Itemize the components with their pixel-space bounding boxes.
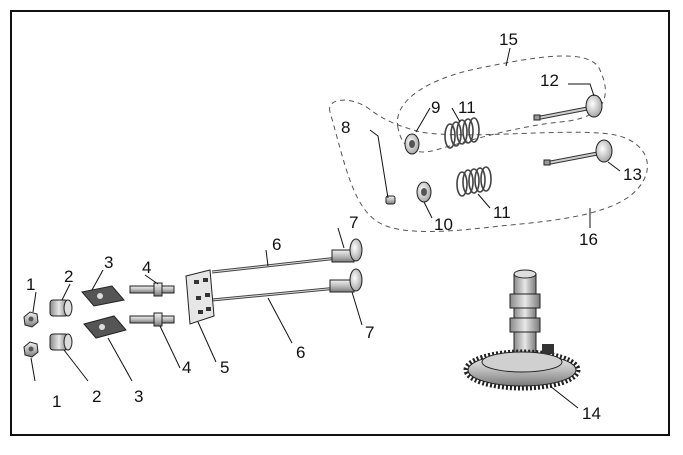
label-14: 14	[582, 404, 601, 423]
label-2-lower: 2	[92, 387, 101, 406]
nut-1-upper	[23, 311, 39, 328]
nut-1-lower	[23, 341, 39, 358]
label-4-lower: 4	[182, 358, 191, 377]
valve-12	[533, 94, 603, 121]
label-8: 8	[341, 118, 350, 137]
stud-4-upper	[129, 282, 175, 297]
label-1-lower: 1	[52, 392, 61, 411]
label-11-lower: 11	[493, 203, 511, 222]
label-6-upper: 6	[272, 235, 281, 254]
push-rod-6-upper	[211, 256, 339, 274]
label-2-upper: 2	[64, 267, 73, 286]
label-7-upper: 7	[349, 213, 358, 232]
label-7-lower: 7	[365, 323, 374, 342]
tappet-7-upper	[331, 238, 363, 263]
leader-lines	[30, 47, 621, 409]
label-9: 9	[431, 98, 440, 117]
rocker-arm-3-upper	[81, 285, 125, 307]
label-5: 5	[220, 358, 229, 377]
guide-plate-5	[185, 269, 215, 325]
label-16: 16	[579, 230, 598, 249]
label-3-lower: 3	[134, 387, 143, 406]
group-outline-15	[396, 55, 606, 153]
stud-4-lower	[129, 312, 175, 327]
label-12: 12	[540, 71, 559, 90]
tappet-7-lower	[329, 268, 363, 293]
label-1-upper: 1	[26, 275, 35, 294]
retainer-9	[404, 133, 420, 155]
label-11-upper: 11	[458, 98, 476, 117]
pivot-2-upper	[49, 299, 73, 317]
label-13: 13	[623, 165, 642, 184]
pivot-2-lower	[49, 333, 73, 351]
label-15: 15	[499, 30, 518, 49]
spring-11-upper	[444, 117, 480, 149]
retainer-10	[416, 181, 432, 203]
camshaft-gear-14	[463, 269, 581, 391]
cap-8	[385, 195, 396, 205]
valve-13	[543, 139, 613, 166]
spring-11-lower	[456, 166, 492, 197]
group-outline-16	[329, 99, 648, 232]
rocker-arm-3-lower	[83, 315, 127, 339]
label-6-lower: 6	[296, 343, 305, 362]
push-rod-6-lower	[211, 286, 339, 302]
label-4-upper: 4	[142, 258, 151, 277]
label-3-upper: 3	[104, 253, 113, 272]
label-10: 10	[434, 215, 453, 234]
